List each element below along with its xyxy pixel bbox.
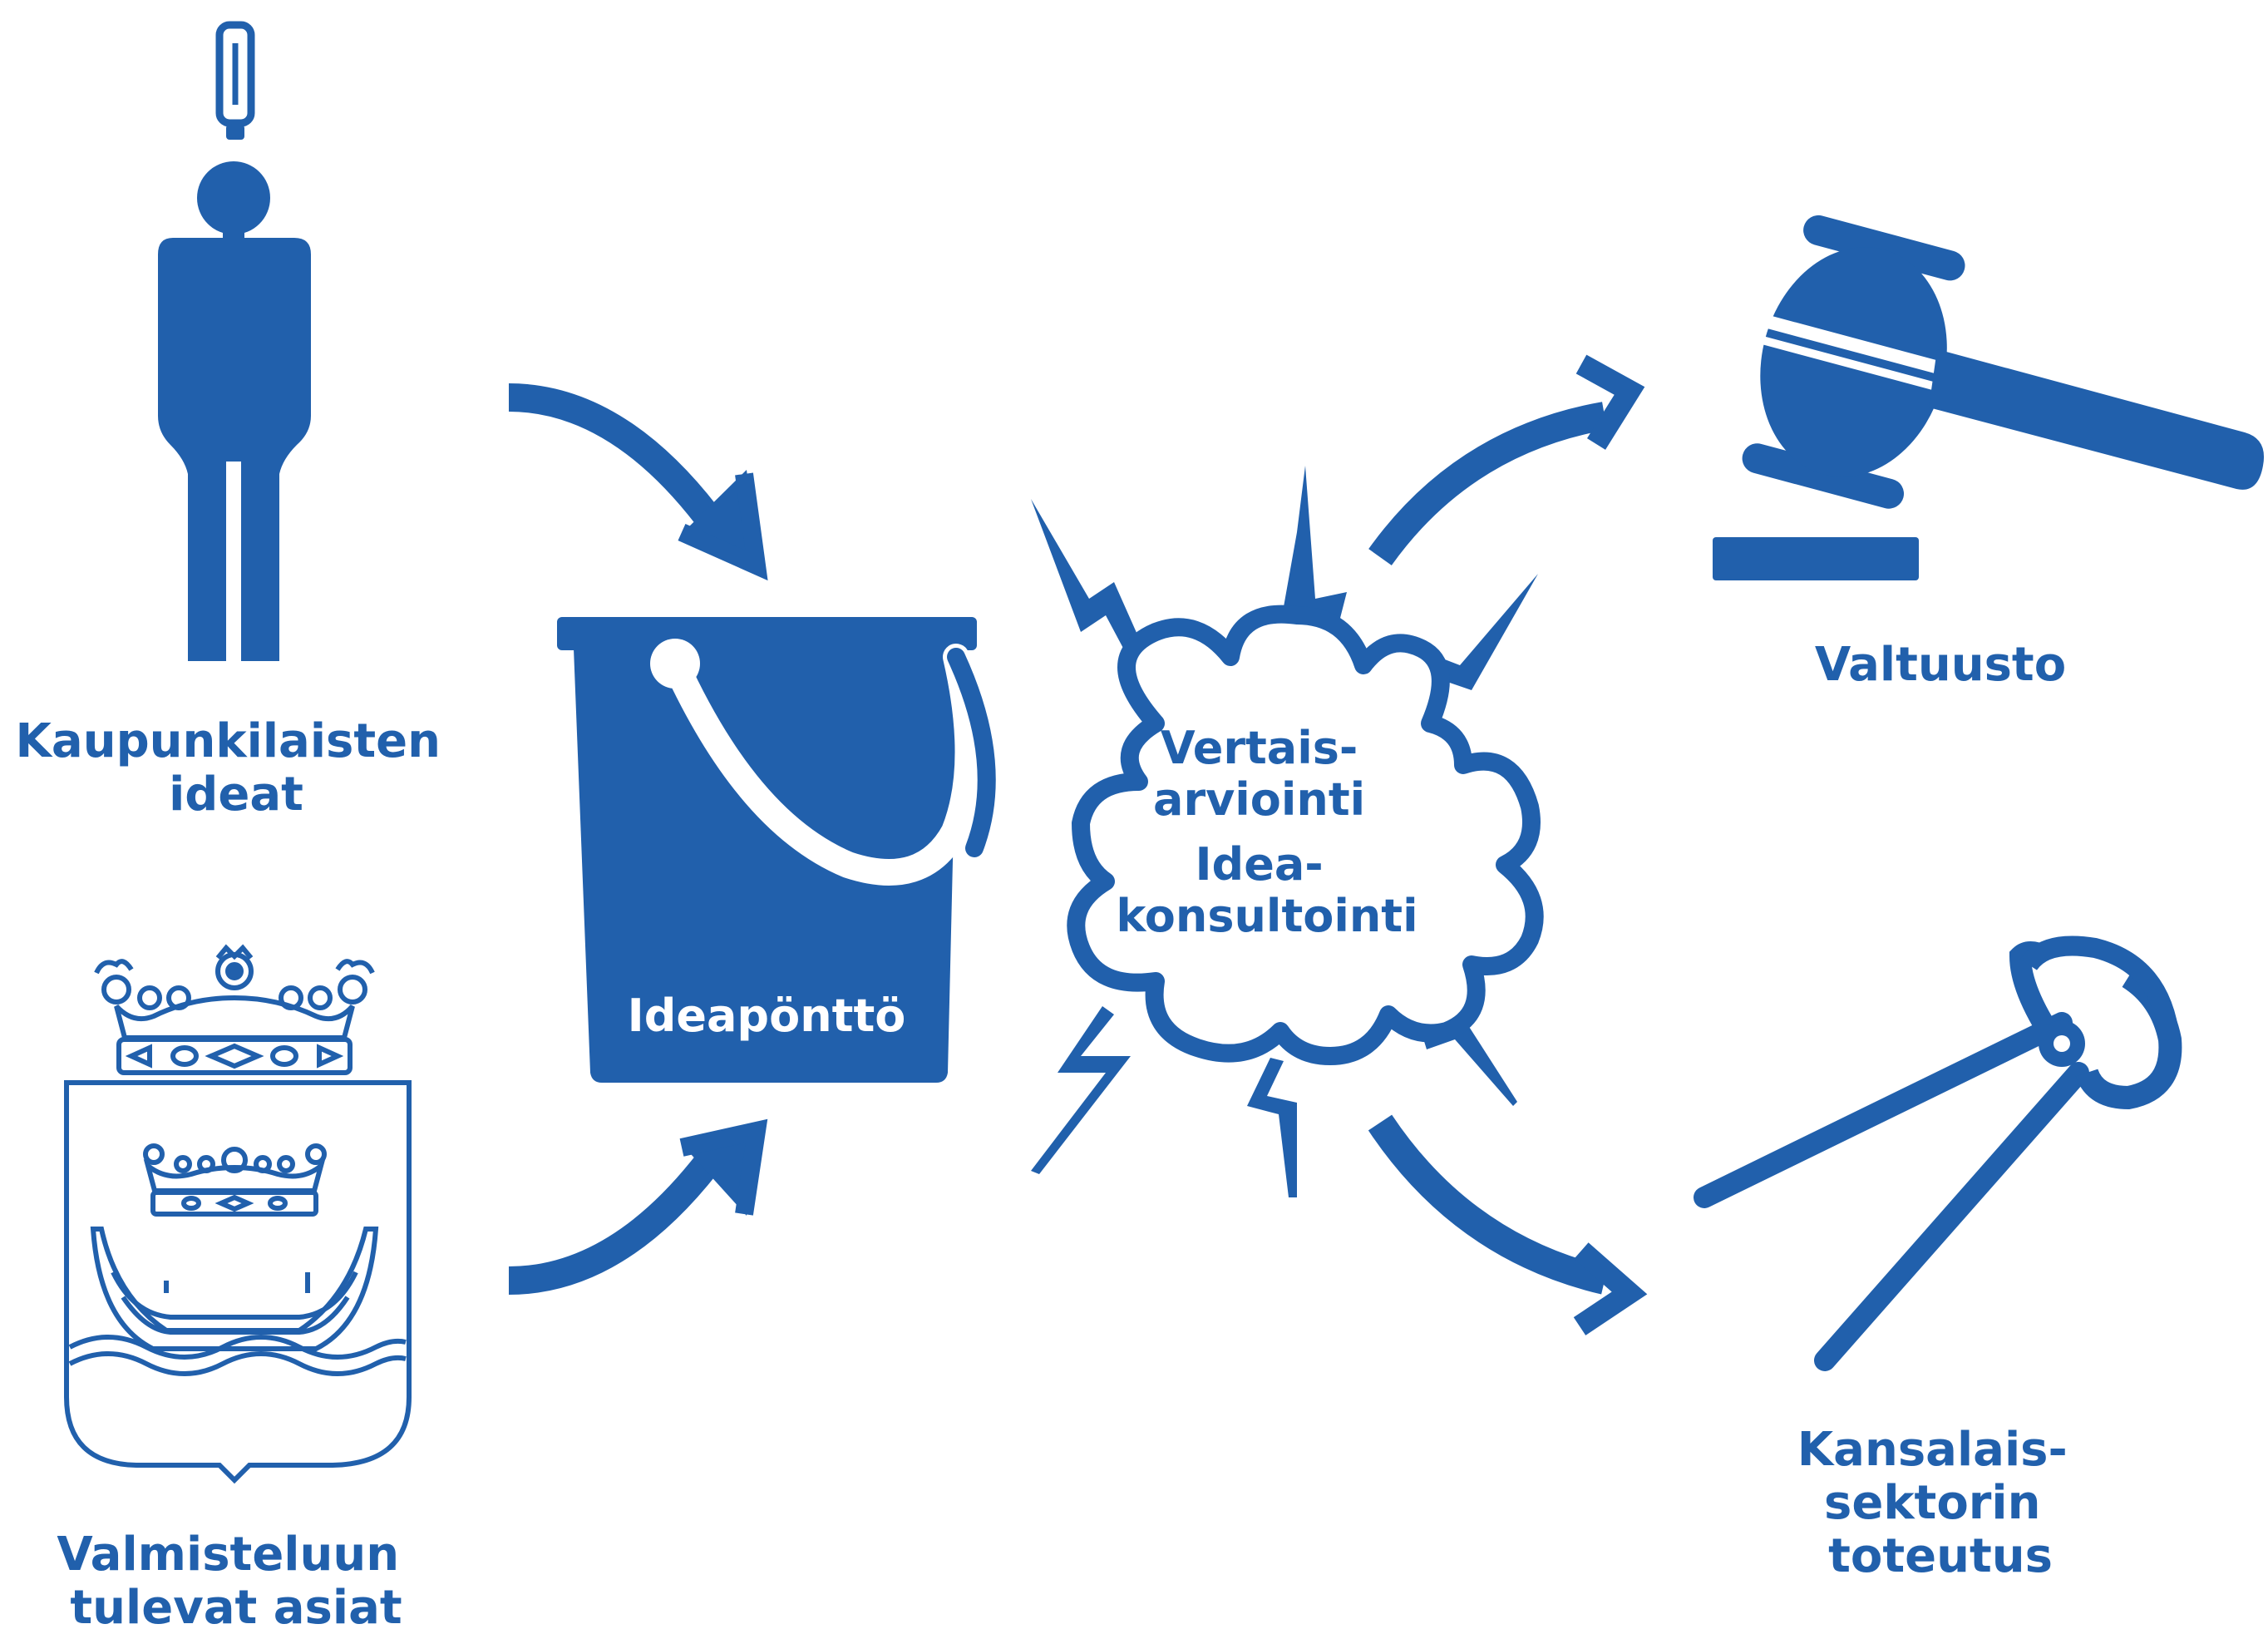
arrow-arms-to-bucket [508, 1118, 768, 1295]
label-council: Valtuusto [1815, 638, 2066, 692]
bucket-icon: Ideapönttö [557, 617, 996, 1083]
lightbulb-icon [215, 21, 255, 140]
person-with-lightbulb-icon [158, 21, 311, 661]
arrow-cloud-to-civil-sector [1368, 1114, 1648, 1335]
helsinki-coat-of-arms-icon [64, 944, 412, 1484]
crown-icon [94, 944, 375, 1075]
gavel-icon [1713, 215, 2265, 580]
lightning-cloud-icon: Vertais- arviointi Idea- konsultointi [1031, 466, 1544, 1197]
pincers-icon [1694, 935, 2182, 1371]
label-preparation-matters: Valmisteluun tulevat asiat [57, 1528, 415, 1629]
arrow-cloud-to-council [1368, 354, 1645, 565]
cloud-label: Vertais- arviointi Idea- konsultointi [1116, 722, 1418, 942]
label-civil-sector: Kansalais- sektorin toteutus [1797, 1423, 2083, 1583]
label-citizens-ideas: Kaupunkilaisten ideat [16, 714, 457, 822]
bucket-label: Ideapönttö [628, 990, 906, 1042]
small-crown-icon [143, 1143, 327, 1217]
boat-icon [90, 1227, 379, 1351]
arrow-person-to-bucket [508, 383, 768, 581]
